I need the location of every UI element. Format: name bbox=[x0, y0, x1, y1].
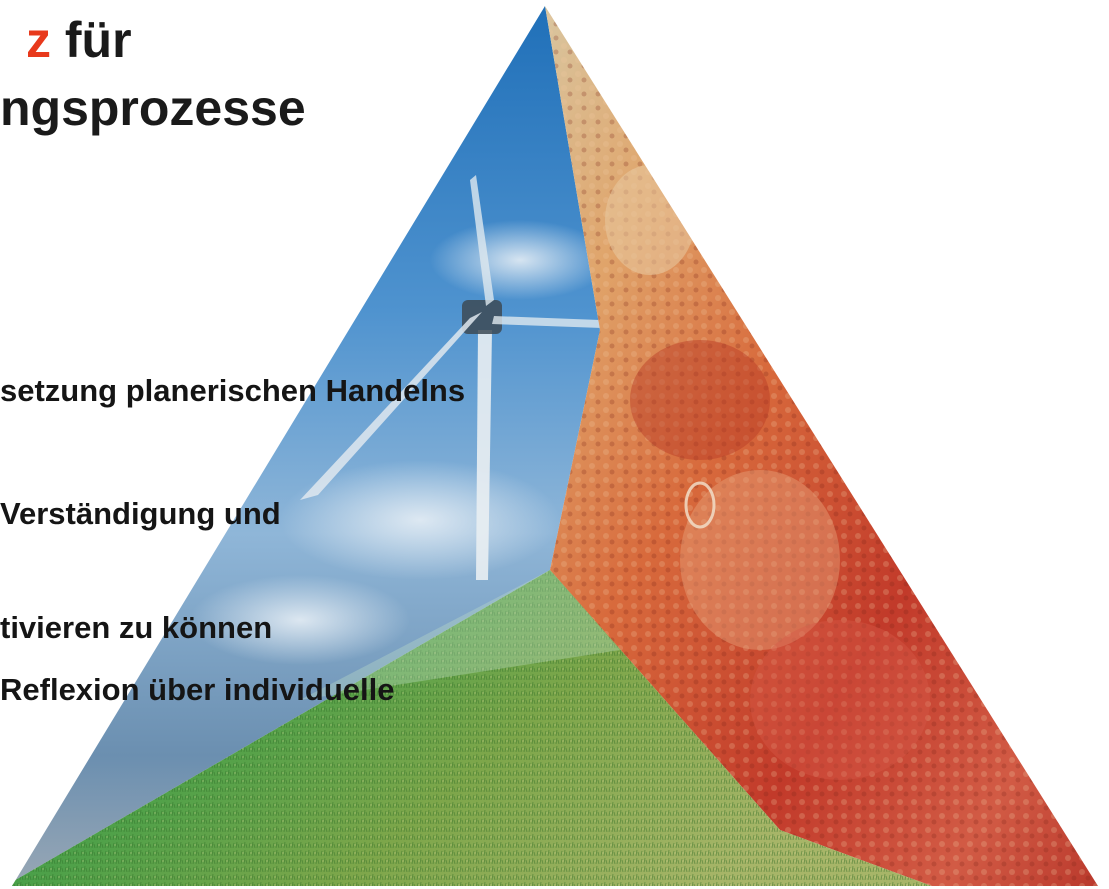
title-line-1: z für bbox=[26, 6, 306, 74]
body-line-1: setzung planerischen Handelns bbox=[0, 373, 466, 408]
slide-title: z für ngsprozesse bbox=[0, 6, 306, 142]
body-line-4: Reflexion über individuelle bbox=[0, 672, 395, 707]
body-line-3: tivieren zu können bbox=[0, 610, 273, 645]
body-line-2: Verständigung und bbox=[0, 496, 281, 531]
wind-turbine-icon bbox=[476, 330, 492, 580]
title-line-2: ngsprozesse bbox=[0, 80, 306, 136]
title-line-1-text: für bbox=[51, 12, 132, 68]
title-accent-text: z bbox=[26, 12, 51, 68]
